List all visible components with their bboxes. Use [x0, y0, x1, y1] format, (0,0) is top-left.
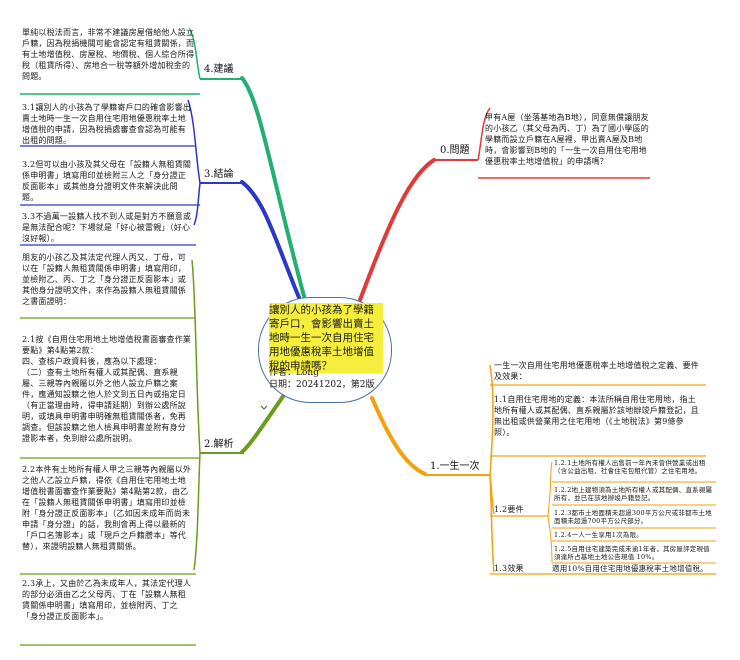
author-line: 作者：Long: [269, 368, 319, 378]
analysis-intro: 朋友的小孩乙及其法定代理人丙又、丁母，可以在「設籍人無租賃關係申明書」填寫用印，…: [22, 253, 186, 306]
once-definition: 1.1自用住宅用地的定義：本法所稱自用住宅用地，指土地所有權人或其配偶、直系親屬…: [494, 395, 699, 437]
analysis-point-1: 2.1按《自用住宅用地土地增值稅書面審查作業要點》第4點第2款： 四、查核户政資…: [22, 335, 192, 443]
date-line: 日期：20241202，第2版: [269, 380, 375, 390]
collapse-marker-icon[interactable]: [260, 405, 268, 410]
requirement-item: 1.2.3都市土地面積未超過300平方公尺或非都市土地面積未超過700平方公尺部…: [554, 509, 712, 525]
question-text: 甲有A屋（坐落基地為B地），同意無償讓朋友的小孩乙（其父母為丙、丁）為了國小學區…: [485, 113, 649, 166]
branch-label-analysis[interactable]: 2.解析: [204, 439, 234, 450]
branch-label-once[interactable]: 1.一生一次: [430, 461, 480, 472]
branch-line-analysis: [240, 390, 288, 454]
branch-line-once: [370, 396, 427, 476]
conclusion-point-2: 3.2但可以由小孩及其父母在「設籍人無租賃關係申明書」填寫用印並檢附三人之「身分…: [22, 160, 192, 202]
requirement-item: 1.2.4一人一生享用1次為限。: [554, 531, 643, 539]
branch-label-suggestion[interactable]: 4.建議: [204, 64, 234, 75]
suggestion-text: 單純以稅法而言，非常不建議房屋借給他人設立戶籍，因為稅捐機關可能會認定有租賃關係…: [22, 28, 195, 81]
requirement-item: 1.2.1土地所有權人出售前一年內未曾供營業或出租（含公益出租、社會住宅包租代管…: [554, 459, 706, 475]
once-effect-label: 1.3效果: [494, 564, 524, 573]
central-topic-meta: 作者：Long 日期：20241202，第2版: [269, 367, 387, 391]
central-topic-title: 讓別人的小孩為了學籍寄戶口，會影響出賣土地時一生一次自用住宅用地優惠稅率土地增值…: [269, 303, 383, 373]
analysis-point-2: 2.2本件有土地所有權人甲之三親等內親屬以外之他人乙設立戶籍，得依《自用住宅用地…: [22, 465, 192, 551]
requirement-item: 1.2.5自用住宅建築完成未逾1年者，其房屋評定現值須達所占基地土地公告現值 1…: [554, 545, 710, 561]
branch-line-conclusion: [240, 180, 302, 302]
once-effect-text: 適用10%自用住宅用地優惠稅率土地增值稅。: [552, 564, 708, 573]
once-intro: 一生一次自用住宅用地優惠稅率土地增值稅之定義、要件及效果：: [494, 361, 699, 381]
analysis-point-3: 2.3承上，又由於乙為未成年人，其法定代理人的部分必須由乙之父母丙、丁在「設籍人…: [22, 579, 192, 621]
branch-label-conclusion[interactable]: 3.結論: [204, 169, 234, 180]
branch-line-question: [358, 158, 436, 302]
conclusion-point-3: 3.3不過萬一設籍人找不到人或是對方不願意或是無法配合呢？下場就是「好心被雷親」…: [22, 212, 192, 243]
requirement-item: 1.2.2地上建物須為土地所有權人或其配偶、直系親屬所有，並已在該地辦竣戶籍登記…: [554, 486, 713, 502]
conclusion-point-1: 3.1讓別人的小孩為了學籍寄戶口的確會影響出賣土地時一生一次自用住宅用地優惠稅率…: [22, 103, 192, 145]
branch-line-suggestion: [240, 76, 307, 302]
once-requirements-label: 1.2要件: [494, 505, 524, 514]
branch-label-question[interactable]: 0.問題: [440, 145, 470, 156]
